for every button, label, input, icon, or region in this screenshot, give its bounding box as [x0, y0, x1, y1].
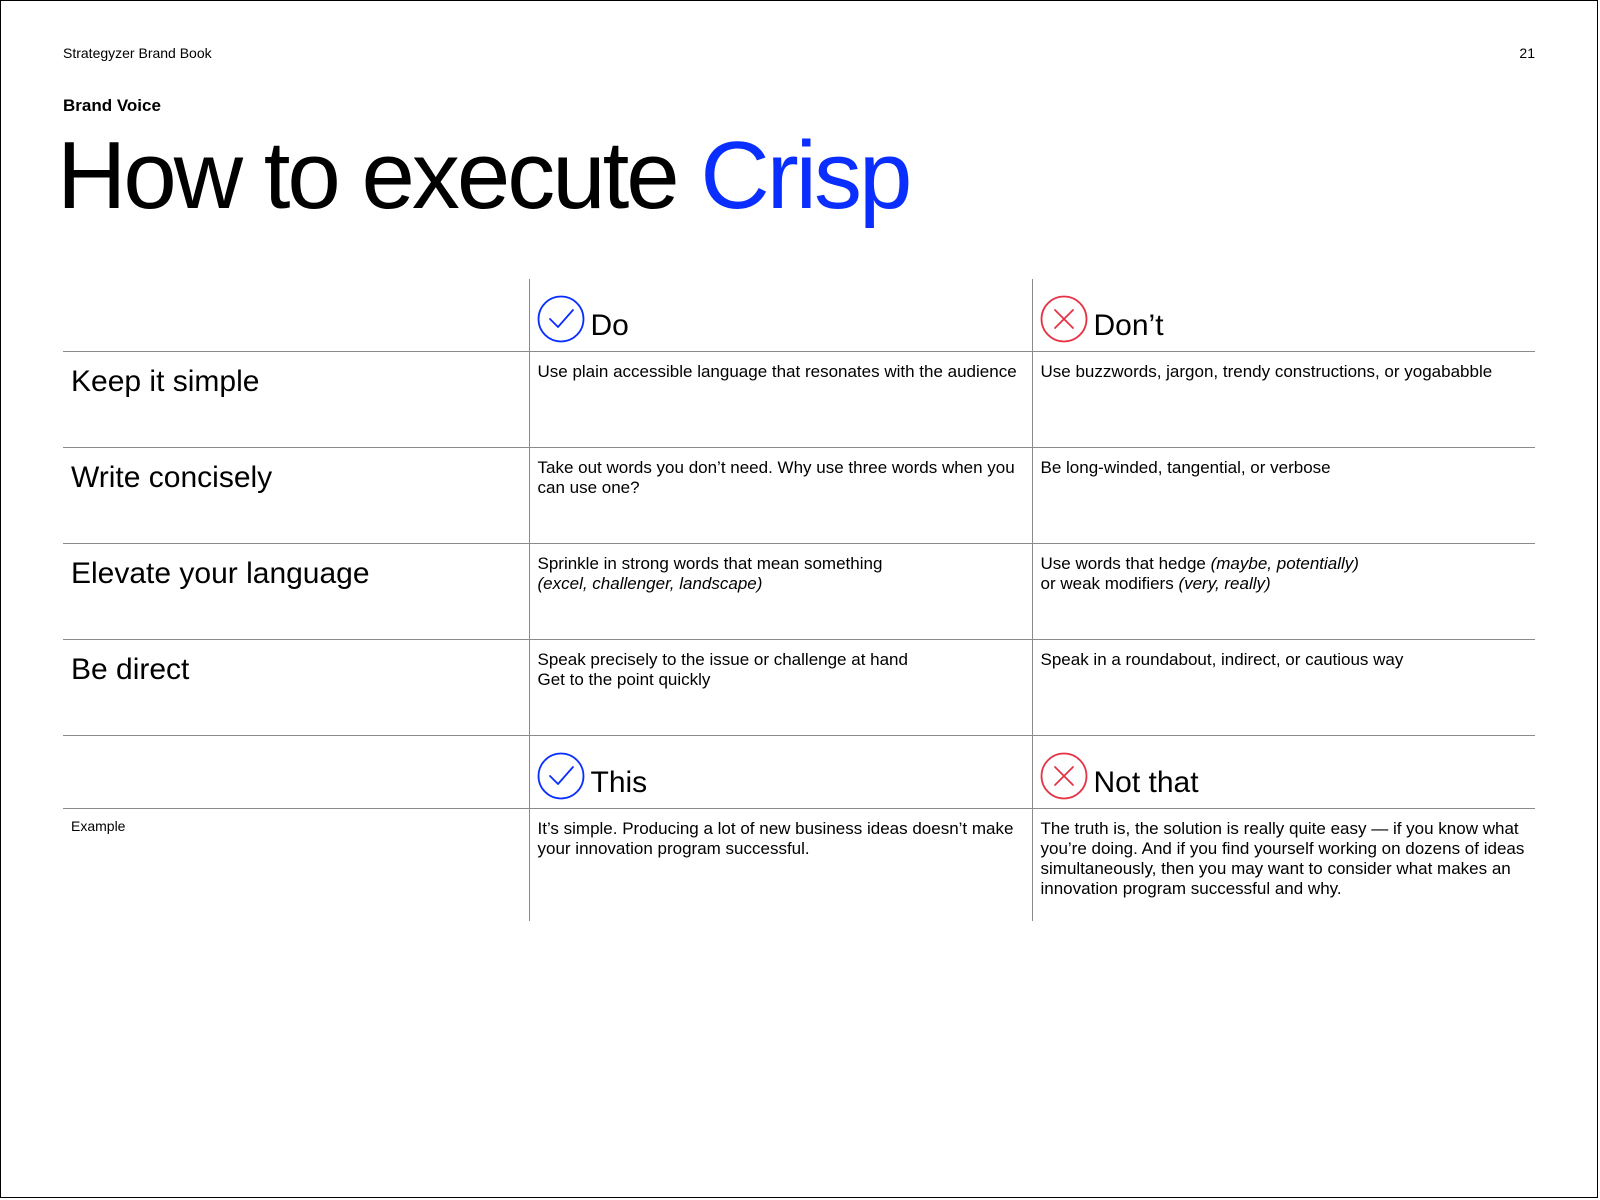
text-segment: or weak modifiers [1040, 574, 1179, 593]
do-cell: Take out words you don’t need. Why use t… [528, 447, 1032, 544]
do-label: Do [590, 309, 629, 342]
dont-cell: Be long-winded, tangential, or verbose [1031, 447, 1536, 544]
example-row: Example It’s simple. Producing a lot of … [63, 808, 1535, 922]
this-text: It’s simple. Producing a lot of new busi… [537, 819, 1014, 858]
text-line: (excel, challenger, landscape) [538, 574, 1022, 594]
page-number: 21 [1519, 45, 1535, 61]
text-line: Use words that hedge (maybe, potentially… [1041, 554, 1526, 574]
example-header-row: This Not that [63, 735, 1535, 809]
dont-label: Don’t [1093, 309, 1164, 342]
italic-examples: (very, really) [1178, 574, 1271, 593]
text-segment: Take out words you don’t need. Why use t… [537, 458, 1015, 497]
header-spacer [63, 736, 529, 809]
text-segment: Use plain accessible language that reson… [537, 362, 1017, 381]
this-column-header: This [528, 735, 1032, 809]
text-segment: Use words that hedge [1040, 554, 1211, 573]
text-line: Use plain accessible language that reson… [538, 362, 1022, 382]
guideline-label: Be direct [71, 653, 190, 686]
dont-cell: Speak in a roundabout, indirect, or caut… [1031, 639, 1536, 736]
do-cell: Sprinkle in strong words that mean somet… [528, 543, 1032, 640]
section-label: Brand Voice [63, 96, 161, 115]
italic-examples: (excel, challenger, landscape) [537, 574, 763, 593]
dont-cell: Use buzzwords, jargon, trendy constructi… [1031, 351, 1536, 448]
not-that-text: The truth is, the solution is really qui… [1040, 819, 1525, 898]
guideline-label: Elevate your language [71, 557, 370, 590]
do-dont-table: Do Don’t Keep it s [63, 279, 1535, 921]
guideline-row: Keep it simple Use plain accessible langu… [63, 351, 1536, 448]
text-segment: Get to the point quickly [537, 670, 711, 689]
example-label-cell: Example [63, 809, 529, 922]
dont-text: Speak in a roundabout, indirect, or caut… [1033, 640, 1536, 670]
guideline-label-cell: Write concisely [63, 448, 529, 544]
text-line: Take out words you don’t need. Why use t… [538, 458, 1022, 498]
title-accent: Crisp [700, 122, 912, 229]
text-line: Speak precisely to the issue or challeng… [538, 650, 1022, 670]
title-main: How to execute [57, 122, 701, 229]
guideline-label-cell: Be direct [63, 640, 529, 736]
guideline-row: Write concisely Take out words you don’t … [63, 447, 1536, 544]
x-circle-icon [1040, 295, 1087, 343]
this-cell: It’s simple. Producing a lot of new busi… [528, 808, 1032, 921]
text-segment: Use buzzwords, jargon, trendy constructi… [1040, 362, 1493, 381]
dont-cell: Use words that hedge (maybe, potentially… [1031, 543, 1536, 640]
page-title: How to execute Crisp [57, 121, 912, 231]
running-head: Strategyzer Brand Book [63, 45, 212, 61]
not-that-column-header: Not that [1031, 735, 1535, 809]
x-circle-icon [1040, 752, 1087, 800]
dont-text: Use buzzwords, jargon, trendy constructi… [1033, 352, 1536, 382]
guideline-label-cell: Elevate your language [63, 544, 529, 640]
guideline-label: Write concisely [71, 461, 273, 494]
do-text: Take out words you don’t need. Why use t… [530, 448, 1032, 498]
check-circle-icon [537, 295, 584, 343]
dont-text: Use words that hedge (maybe, potentially… [1033, 544, 1536, 594]
this-label: This [590, 766, 648, 799]
text-line: Speak in a roundabout, indirect, or caut… [1041, 650, 1526, 670]
not-that-label: Not that [1093, 766, 1199, 799]
text-line: Be long-winded, tangential, or verbose [1041, 458, 1526, 478]
italic-examples: (maybe, potentially) [1210, 554, 1359, 573]
do-text: Sprinkle in strong words that mean somet… [530, 544, 1032, 594]
not-that-cell: The truth is, the solution is really qui… [1031, 808, 1535, 921]
do-cell: Use plain accessible language that reson… [528, 351, 1032, 448]
text-line: Use buzzwords, jargon, trendy constructi… [1041, 362, 1526, 382]
text-segment: Speak in a roundabout, indirect, or caut… [1040, 650, 1404, 669]
text-line: Get to the point quickly [538, 670, 1022, 690]
do-text: Use plain accessible language that reson… [530, 352, 1032, 382]
text-segment: Be long-winded, tangential, or verbose [1040, 458, 1331, 477]
guideline-label: Keep it simple [71, 365, 260, 398]
dont-text: Be long-winded, tangential, or verbose [1033, 448, 1536, 478]
do-column-header: Do [528, 279, 1032, 352]
do-dont-header-row: Do Don’t [63, 279, 1535, 352]
text-segment: Speak precisely to the issue or challeng… [537, 650, 908, 669]
guideline-row: Be direct Speak precisely to the issue or… [63, 639, 1536, 736]
example-label: Example [71, 818, 126, 834]
text-segment: Sprinkle in strong words that mean somet… [537, 554, 883, 573]
text-line: or weak modifiers (very, really) [1041, 574, 1526, 594]
guideline-row: Elevate your language Sprinkle in strong … [63, 543, 1536, 640]
check-circle-icon [537, 752, 584, 800]
do-cell: Speak precisely to the issue or challeng… [528, 639, 1032, 736]
do-text: Speak precisely to the issue or challeng… [530, 640, 1032, 690]
dont-column-header: Don’t [1031, 279, 1535, 352]
header-spacer [63, 279, 529, 352]
text-line: Sprinkle in strong words that mean somet… [538, 554, 1022, 574]
guideline-label-cell: Keep it simple [63, 352, 529, 448]
